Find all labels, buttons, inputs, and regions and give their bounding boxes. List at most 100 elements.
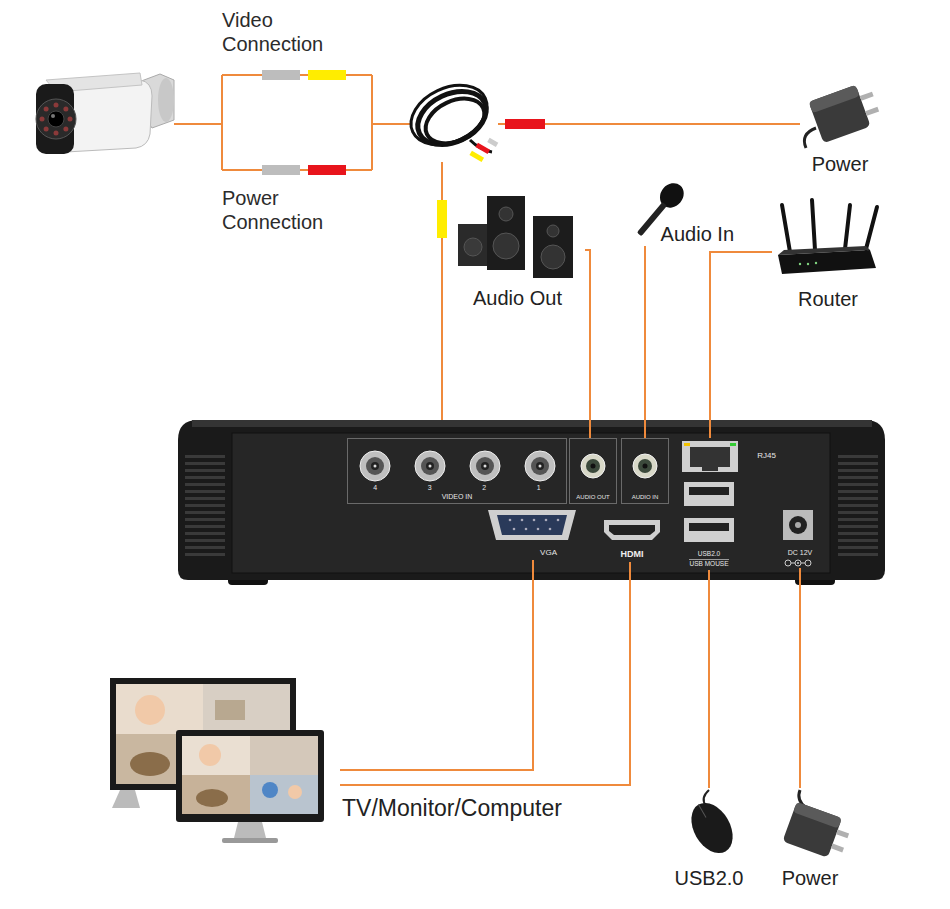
mouse-icon: [683, 790, 741, 860]
speaker-icon: [547, 225, 559, 237]
bnc-connector: [421, 457, 439, 475]
camera-icon: [63, 107, 68, 112]
camera-wires: [174, 123, 222, 125]
bnc-connector: [371, 462, 379, 470]
speaker-icon: [541, 245, 565, 269]
dc-jack: [789, 516, 807, 534]
monitor-icon: [135, 695, 165, 725]
rca-connector: [591, 464, 596, 469]
monitor-icon: [250, 736, 318, 775]
monitor-icon: [250, 775, 318, 814]
speaker-icon: [458, 224, 488, 266]
connector-wire: [708, 570, 710, 788]
router-icon: [807, 263, 809, 265]
camera-icon: [40, 117, 45, 122]
bnc-connector: [539, 465, 542, 468]
vga-port: [525, 528, 528, 531]
vga-port: [513, 528, 516, 531]
port-number: 3: [428, 484, 432, 492]
rj45-port: [684, 443, 690, 446]
device-label: Router: [772, 195, 884, 311]
dc-jack: [797, 562, 799, 564]
rca-connector: [643, 464, 648, 469]
dvr-body: [838, 455, 878, 560]
device-label: Audio In: [628, 180, 740, 246]
power-adapter-icon: [782, 802, 841, 858]
power-adapter-icon: [836, 829, 849, 838]
rca-connector: [633, 454, 657, 478]
vga-port: [521, 519, 524, 522]
port-label: RJ45: [757, 451, 776, 461]
device-name: Audio Out: [473, 286, 562, 310]
cable-marker: [505, 119, 545, 129]
monitor-icon: [262, 782, 278, 798]
bnc-connector: [426, 462, 434, 470]
monitor-icon: [234, 822, 266, 838]
monitor-icon: [110, 678, 324, 843]
cable-marker: [262, 70, 300, 80]
monitor-icon: [215, 700, 245, 720]
cable-marker: [437, 200, 447, 238]
connection-label: Power Connection: [222, 186, 337, 234]
device-name: USB2.0: [675, 866, 744, 890]
bnc-connector: [360, 451, 390, 481]
bnc-connector: [366, 457, 384, 475]
bnc-connector: [429, 465, 432, 468]
power-adapter-icon: [865, 107, 879, 116]
power-adapter-icon: [831, 844, 844, 853]
port-label: VIDEO IN: [442, 493, 473, 501]
connector-wire: [644, 246, 646, 438]
bnc-connector: [470, 451, 500, 481]
port-label: USB MOUSE: [689, 559, 728, 568]
vga-port: [537, 528, 540, 531]
speaker-icon: [533, 216, 573, 278]
port-label-area: VGA: [485, 506, 579, 560]
dc-jack: [785, 560, 791, 566]
camera-icon: [54, 103, 59, 108]
camera-icon: [68, 117, 73, 122]
port-panel: AUDIO IN: [621, 438, 669, 504]
port-label-area: HDMI: [598, 516, 666, 562]
bnc-connector: [536, 462, 544, 470]
router-icon: [815, 262, 817, 264]
port-number: 1: [537, 484, 541, 492]
power-adapter-icon: [809, 80, 883, 143]
router-icon: [782, 205, 790, 252]
connector-wire: [799, 568, 801, 788]
connector-wire: [710, 252, 772, 438]
port-label: HDMI: [621, 549, 644, 560]
device-label: Audio Out: [450, 190, 585, 310]
cable-coil-icon: [401, 74, 498, 162]
power-adapter-icon: [860, 92, 874, 101]
connector-wire: [585, 250, 590, 438]
camera-icon: [63, 126, 68, 131]
monitor-icon: [199, 744, 221, 766]
mouse-icon: [683, 796, 741, 861]
monitor-icon: [176, 730, 324, 822]
port-label: DC 12V: [788, 549, 813, 557]
camera-icon: [51, 114, 55, 118]
connector-wire: [340, 560, 533, 770]
mouse-icon: [699, 805, 707, 818]
dvr-body: [185, 455, 225, 560]
dc-jack: [801, 563, 805, 564]
monitor-icon: [182, 736, 250, 775]
rj45-port: [682, 441, 738, 472]
port-number: 2: [482, 484, 486, 492]
cable-coil-icon: [487, 138, 498, 147]
camera-icon: [44, 107, 49, 112]
bnc-connector: [415, 451, 445, 481]
port-panel: AUDIO OUT: [569, 438, 617, 504]
label-holder: TV/Monitor/Computer: [342, 795, 562, 823]
speaker-icon: [458, 196, 573, 278]
router-icon: [778, 250, 876, 274]
rj45-port: [730, 443, 736, 446]
dvr-body: [178, 420, 885, 585]
dc-jack: [783, 510, 813, 540]
monitor-icon: [203, 684, 290, 734]
vga-port: [549, 528, 552, 531]
device-name: TV/Monitor/Computer: [342, 795, 562, 823]
device-name: Audio In: [661, 222, 734, 246]
dvr-body: [178, 420, 885, 580]
